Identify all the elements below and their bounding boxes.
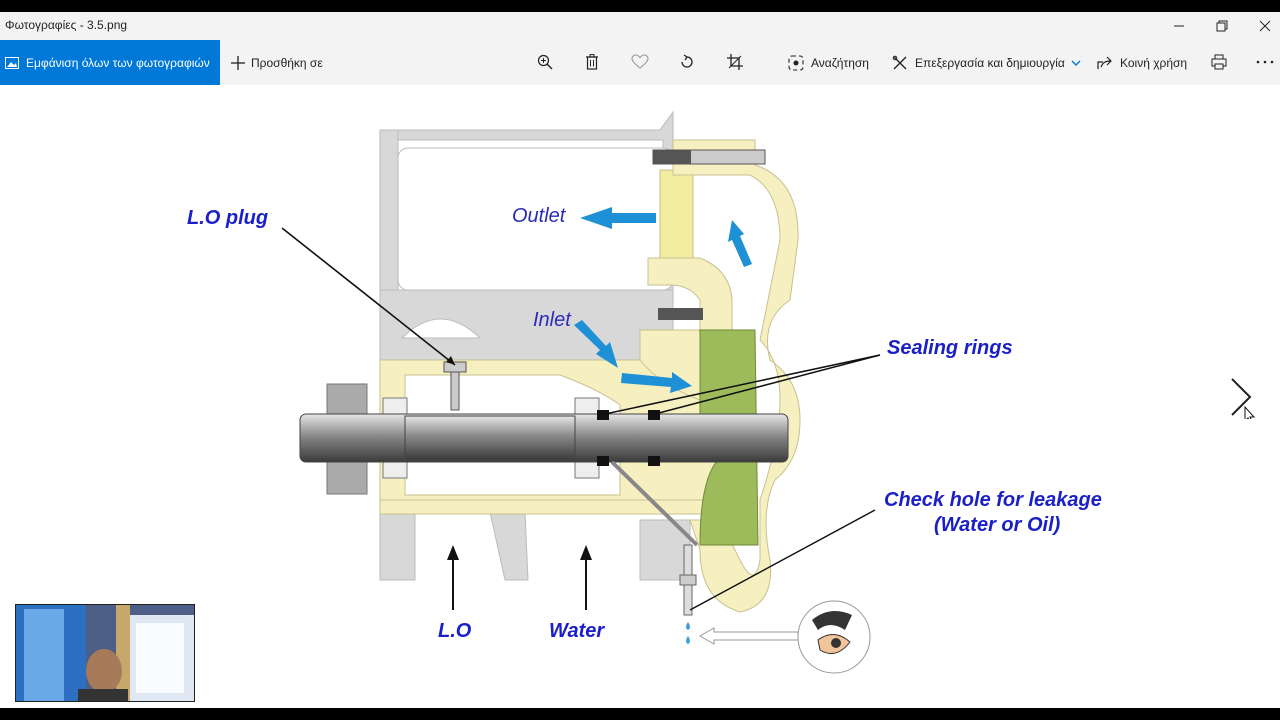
minimize-icon bbox=[1174, 25, 1184, 27]
plus-icon bbox=[231, 55, 245, 70]
volute bbox=[672, 139, 801, 613]
restore-icon bbox=[1216, 20, 1228, 32]
add-to-button[interactable]: Προσθήκη σε bbox=[231, 40, 323, 85]
delete-icon[interactable] bbox=[582, 52, 602, 72]
check-hole-label-line1: Check hole for leakage bbox=[884, 489, 1102, 511]
toolbar: Εμφάνιση όλων των φωτογραφιών Προσθήκη σ… bbox=[0, 40, 1280, 85]
minimize-button[interactable] bbox=[1157, 12, 1201, 40]
title-bar: Φωτογραφίες - 3.5.png bbox=[0, 12, 1280, 40]
search-icon bbox=[788, 54, 804, 71]
pump-diagram bbox=[281, 110, 881, 674]
bottom-letterbox bbox=[0, 708, 1280, 720]
next-photo-arrow[interactable] bbox=[1228, 375, 1258, 419]
photo-icon bbox=[5, 56, 19, 69]
rotate-icon[interactable] bbox=[677, 52, 697, 72]
zoom-in-icon[interactable] bbox=[535, 52, 555, 72]
close-icon bbox=[1259, 20, 1271, 32]
close-button[interactable] bbox=[1243, 12, 1280, 40]
edit-create-label: Επεξεργασία και δημιουργία bbox=[915, 55, 1065, 70]
window-title: Φωτογραφίες - 3.5.png bbox=[5, 18, 128, 32]
lo-label: L.O bbox=[438, 620, 472, 642]
edit-create-icon bbox=[892, 55, 907, 69]
restore-button[interactable] bbox=[1200, 12, 1244, 40]
more-icon[interactable] bbox=[1255, 52, 1275, 72]
favorite-icon[interactable] bbox=[630, 52, 650, 72]
water-label: Water bbox=[549, 620, 605, 642]
chevron-down-icon bbox=[1071, 60, 1081, 66]
search-button[interactable]: Αναζήτηση bbox=[788, 40, 869, 85]
add-to-label: Προσθήκη σε bbox=[251, 55, 323, 70]
inlet-label: Inlet bbox=[533, 309, 571, 331]
sealing-rings-label: Sealing rings bbox=[887, 337, 1013, 359]
top-letterbox bbox=[0, 0, 1280, 12]
edit-create-button[interactable]: Επεξεργασία και δημιουργία bbox=[892, 40, 1081, 85]
check-hole-label-line2: (Water or Oil) bbox=[934, 514, 1061, 536]
share-label: Κοινή χρήση bbox=[1120, 55, 1188, 70]
photo-viewer-canvas: L.O plug Outlet Inlet Sealing rings Chec… bbox=[0, 85, 1280, 708]
outlet-label: Outlet bbox=[512, 205, 566, 227]
all-photos-button[interactable]: Εμφάνιση όλων των φωτογραφιών bbox=[0, 40, 220, 85]
outlet-arrow bbox=[580, 207, 656, 229]
share-icon bbox=[1097, 56, 1112, 69]
print-icon[interactable] bbox=[1209, 52, 1229, 72]
share-button[interactable]: Κοινή χρήση bbox=[1097, 40, 1187, 85]
mouse-cursor-icon bbox=[1244, 405, 1256, 419]
lo-plug-label: L.O plug bbox=[187, 207, 269, 229]
webcam-overlay bbox=[15, 604, 195, 702]
search-label: Αναζήτηση bbox=[811, 55, 869, 70]
inlet-arrow bbox=[574, 320, 618, 368]
crop-icon[interactable] bbox=[725, 52, 745, 72]
all-photos-label: Εμφάνιση όλων των φωτογραφιών bbox=[26, 55, 210, 70]
